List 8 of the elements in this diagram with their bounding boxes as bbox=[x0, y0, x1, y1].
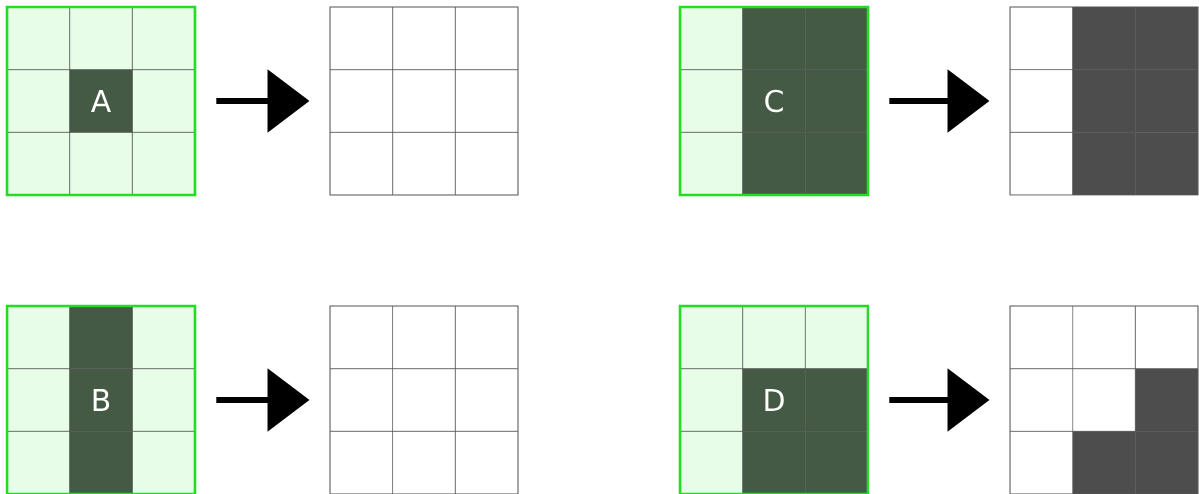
grid-box: B bbox=[5, 304, 197, 494]
grid-box: C bbox=[678, 5, 870, 197]
grid-box: D bbox=[678, 304, 870, 494]
output-grid bbox=[1009, 6, 1199, 196]
output-grid bbox=[329, 6, 519, 196]
output-grid bbox=[329, 305, 519, 494]
output-grid bbox=[1009, 305, 1199, 494]
grid-box: A bbox=[5, 5, 197, 197]
